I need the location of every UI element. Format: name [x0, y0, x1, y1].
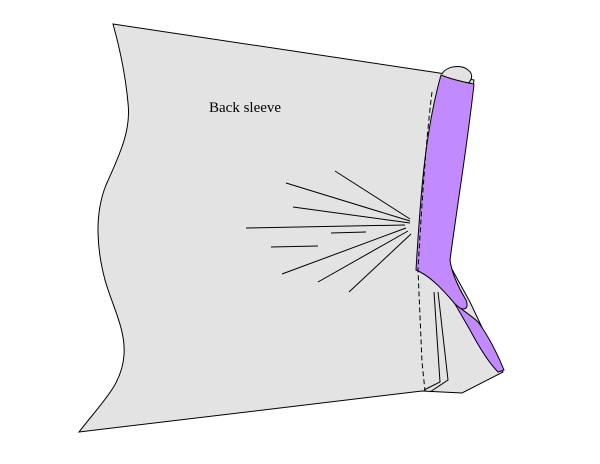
facing-band-lower	[454, 303, 505, 373]
sleeve-body	[77, 23, 504, 433]
gather-line-2	[285, 182, 411, 222]
back-sleeve-label: Back sleeve	[209, 100, 281, 116]
rolled-edge	[441, 66, 473, 85]
gather-line-4	[245, 224, 406, 229]
facing-band-upper	[415, 74, 475, 310]
pleat-line-1	[423, 291, 441, 391]
gather-line-7	[281, 227, 407, 275]
gather-line-9	[348, 233, 412, 293]
gather-line-5	[330, 231, 367, 234]
pleat-line-2	[429, 291, 449, 393]
gather-line-3	[292, 206, 411, 224]
stitch-line	[417, 91, 433, 392]
gather-line-8	[317, 230, 409, 283]
gather-line-1	[334, 170, 411, 220]
gather-line-6	[270, 245, 319, 248]
